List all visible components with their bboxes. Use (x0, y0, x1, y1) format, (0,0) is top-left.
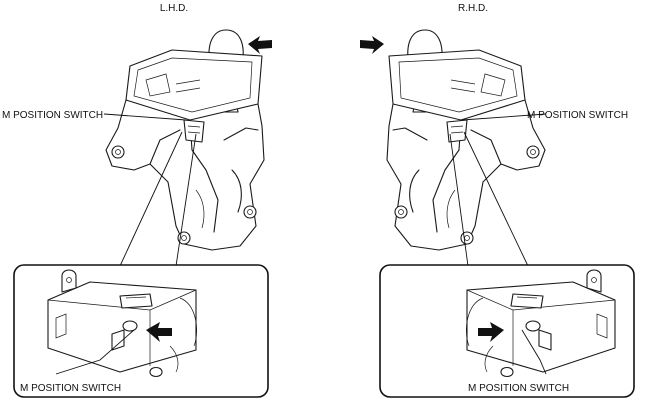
lhd-detail-switch-unit (47, 269, 197, 378)
rhd-detail-arrow (478, 322, 504, 342)
lhd-m-position-switch (122, 320, 138, 332)
lhd-zoom-leader (119, 131, 183, 267)
lhd-mount-boss (243, 205, 257, 219)
lhd-mount-boss (111, 145, 125, 159)
lhd-indicator-panel (125, 49, 263, 121)
lhd-detail-arrow (146, 322, 172, 342)
lhd-push-arrow (248, 36, 272, 54)
rhd-zoom-leader (463, 131, 529, 267)
lhd-heading: L.H.D. (160, 3, 188, 14)
rhd-push-arrow (360, 36, 384, 54)
lhd-shifter-assembly (105, 29, 265, 251)
rhd-detail-switch-label: M POSITION SWITCH (468, 383, 569, 394)
lhd-detail-switch-label: M POSITION SWITCH (20, 383, 121, 394)
rhd-detail-switch-unit (466, 269, 616, 378)
lhd-m-position-switch-label: M POSITION SWITCH (2, 110, 103, 121)
rhd-m-position-switch-label: M POSITION SWITCH (527, 110, 628, 121)
lhd-zoom-leader (175, 133, 197, 267)
rhd-heading: R.H.D. (458, 3, 488, 14)
rhd-shifter-assembly (386, 29, 546, 251)
rhd-zoom-leader (449, 133, 469, 267)
